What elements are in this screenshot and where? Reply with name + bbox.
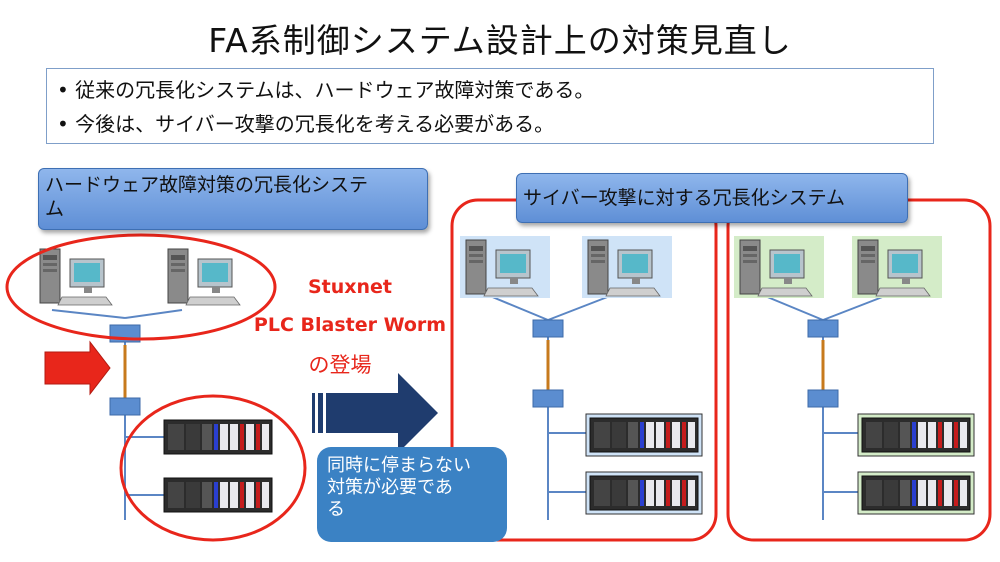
- left-system-label: ハードウェア故障対策の冗長化システ ム: [38, 168, 428, 230]
- network-switch: [807, 389, 839, 408]
- network-switch: [532, 319, 564, 338]
- highlight-ellipse-plcs: [119, 394, 307, 542]
- callout-line-3: る: [327, 499, 345, 520]
- plc-icon: [861, 417, 971, 453]
- highlight-ellipse-computers: [5, 233, 277, 341]
- bullet-item-2: 今後は、サイバー攻撃の冗長化を考える必要がある。: [57, 107, 923, 141]
- callout-line-2: 対策が必要であ: [327, 477, 453, 498]
- plc-icon: [861, 475, 971, 511]
- plc-icon: [163, 477, 273, 513]
- threat-stuxnet: Stuxnet: [307, 276, 393, 298]
- left-label-line-1: ハードウェア故障対策の冗長化システ: [45, 174, 369, 196]
- plc-icon: [589, 475, 699, 511]
- computer-icon: [39, 248, 113, 306]
- callout-box: 同時に停まらない 対策が必要であ る: [317, 447, 507, 542]
- left-label-line-2: ム: [45, 198, 65, 220]
- right-system-label: サイバー攻撃に対する冗長化システム: [516, 173, 908, 223]
- bullet-box: 従来の冗長化システムは、ハードウェア故障対策である。 今後は、サイバー攻撃の冗長…: [46, 68, 934, 144]
- callout-line-1: 同時に停まらない: [327, 455, 471, 476]
- panel-a-network: [489, 295, 611, 520]
- navy-arrow-icon: [312, 373, 438, 453]
- bullet-item-1: 従来の冗長化システムは、ハードウェア故障対策である。: [57, 73, 923, 107]
- threat-plc-blaster: PLC Blaster Worm: [253, 314, 447, 336]
- computer-icon: [167, 248, 241, 306]
- network-switch: [532, 389, 564, 408]
- plc-icon: [589, 417, 699, 453]
- network-switch: [109, 397, 141, 416]
- slide-title: FA系制御システム設計上の対策見直し: [208, 21, 792, 60]
- network-switch: [807, 319, 839, 338]
- panel-b-network: [764, 295, 886, 520]
- red-arrow-icon: [44, 340, 111, 396]
- threat-appearance: の登場: [308, 353, 372, 377]
- plc-icon: [163, 419, 273, 455]
